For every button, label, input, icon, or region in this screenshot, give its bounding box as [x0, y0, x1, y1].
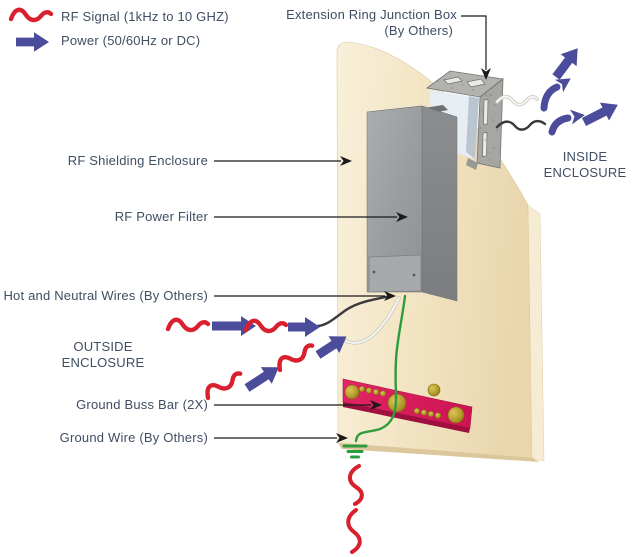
legend-power-label: Power (50/60Hz or DC) — [61, 33, 201, 48]
junction-box-bottom-flange — [466, 158, 478, 170]
junction-box-frame-slot — [483, 99, 489, 125]
junction-box-interior-shade — [466, 96, 479, 159]
inside-enclosure-label: INSIDE ENCLOSURE — [523, 149, 636, 181]
power-arrow — [244, 367, 279, 392]
buss-bar-bottom-edge — [343, 402, 470, 433]
junction-box-frame-slot — [482, 132, 488, 157]
hot-wire — [316, 294, 393, 328]
junction-box-knockout-slot — [443, 76, 463, 85]
leader-ground-buss-bar — [214, 400, 382, 410]
leader-hot-neutral-wires — [214, 291, 396, 301]
ground-buss-bar — [342, 378, 473, 433]
inside-enclosure-line2: ENCLOSURE — [543, 165, 627, 180]
enclosure-front-face — [366, 105, 423, 293]
power-arrow — [288, 317, 320, 337]
power-arrow — [552, 48, 578, 80]
inside-enclosure-line1: INSIDE — [562, 149, 608, 164]
outside-enclosure-line1: OUTSIDE — [73, 339, 133, 354]
power-arrow-curved — [540, 78, 571, 112]
rf-squiggle-vertical — [346, 508, 362, 554]
junction-box-speckles — [437, 80, 498, 161]
power-arrow-curved — [548, 109, 585, 136]
rf-squiggle — [205, 371, 243, 401]
outside-enclosure-label: OUTSIDE ENCLOSURE — [38, 339, 168, 371]
rf-squiggle — [277, 343, 315, 373]
panel-screw — [412, 273, 416, 277]
extension-junction-box-label: Extension Ring Junction Box — [286, 7, 457, 22]
rf-squiggle — [243, 318, 289, 334]
leader-ground-wire — [214, 433, 348, 443]
rf-shielding-enclosure-label: RF Shielding Enclosure — [67, 153, 208, 168]
brass-beads — [358, 385, 442, 419]
filter-access-panel — [368, 254, 422, 293]
outside-enclosure-line2: ENCLOSURE — [61, 355, 145, 370]
brass-stud — [447, 406, 465, 424]
leader-rf-shielding-enclosure — [214, 156, 352, 166]
rf-shielding-enclosure-box — [366, 105, 458, 302]
rf-signal-icon — [8, 7, 54, 23]
ground-symbol-icon — [342, 444, 368, 459]
wall-bottom-edge — [338, 443, 540, 462]
panel-screw — [372, 270, 376, 274]
neutral-wire — [345, 297, 400, 344]
brass-stud — [427, 383, 441, 397]
ground-buss-bar-label: Ground Buss Bar (2X) — [76, 397, 208, 412]
hot-neutral-wires-label: Hot and Neutral Wires (By Others) — [3, 288, 208, 303]
leader-rf-power-filter — [214, 212, 408, 222]
rf-power-filter-label: RF Power Filter — [114, 209, 208, 224]
ground-wire-label: Ground Wire (By Others) — [59, 430, 208, 445]
legend-rf-signal-label: RF Signal (1kHz to 10 GHZ) — [61, 9, 229, 24]
rf-squiggle — [165, 317, 211, 333]
ground-wire — [354, 294, 407, 443]
brass-stud — [344, 384, 360, 400]
wall-side-edge — [527, 204, 545, 462]
hot-wire-inside — [495, 119, 547, 131]
extension-junction-box-label-line2: (By Others) — [384, 23, 453, 38]
enclosure-side-face — [421, 105, 458, 302]
rf-squiggle-vertical — [348, 464, 364, 506]
power-arrow — [581, 102, 618, 127]
neutral-wire-inside — [496, 95, 538, 106]
junction-box-knockout-slot — [466, 78, 486, 88]
power-arrow — [315, 336, 347, 359]
power-arrow-icon — [16, 32, 49, 52]
leader-extension-junction-box — [461, 15, 491, 80]
